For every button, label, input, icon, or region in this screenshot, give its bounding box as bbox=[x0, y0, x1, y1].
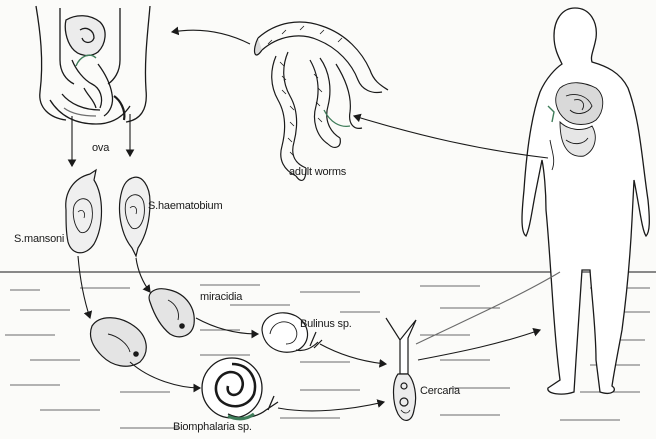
ova-label: ova bbox=[92, 142, 109, 154]
pelvis-intestine-icon bbox=[36, 6, 150, 124]
s-haematobium-egg-icon bbox=[120, 177, 151, 256]
arrow-mansoni-to-miracidia bbox=[78, 256, 90, 318]
adult-worms-label: adult worms bbox=[289, 166, 346, 178]
s-haematobium-label: S.haematobium bbox=[148, 200, 222, 212]
human-figure-icon bbox=[522, 8, 649, 394]
arrow-miracidia-to-bulinus bbox=[196, 318, 258, 334]
arrow-bulinus-to-cercaria bbox=[320, 344, 386, 364]
biomphalaria-label: Biomphalaria sp. bbox=[173, 421, 252, 433]
miracidium-icon-2 bbox=[90, 318, 146, 367]
arrow-haematobium-to-miracidia bbox=[136, 258, 150, 292]
arrow-biomphalaria-to-cercaria bbox=[278, 402, 384, 411]
arrow-body-to-worms bbox=[354, 116, 548, 158]
cercaria-icon bbox=[386, 318, 416, 420]
bulinus-label: Bulinus sp. bbox=[300, 318, 352, 330]
cercaria-label: Cercaria bbox=[420, 385, 460, 397]
arrow-miracidia-to-biomphalaria bbox=[130, 362, 200, 388]
s-mansoni-egg-icon bbox=[66, 170, 102, 253]
adult-worms-icon bbox=[255, 22, 388, 180]
miracidium-icon bbox=[149, 289, 194, 337]
miracidia-label: miracidia bbox=[200, 291, 242, 303]
biomphalaria-snail-icon bbox=[202, 358, 278, 419]
arrow-worms-to-pelvis bbox=[172, 30, 250, 44]
s-mansoni-label: S.mansoni bbox=[14, 233, 64, 245]
